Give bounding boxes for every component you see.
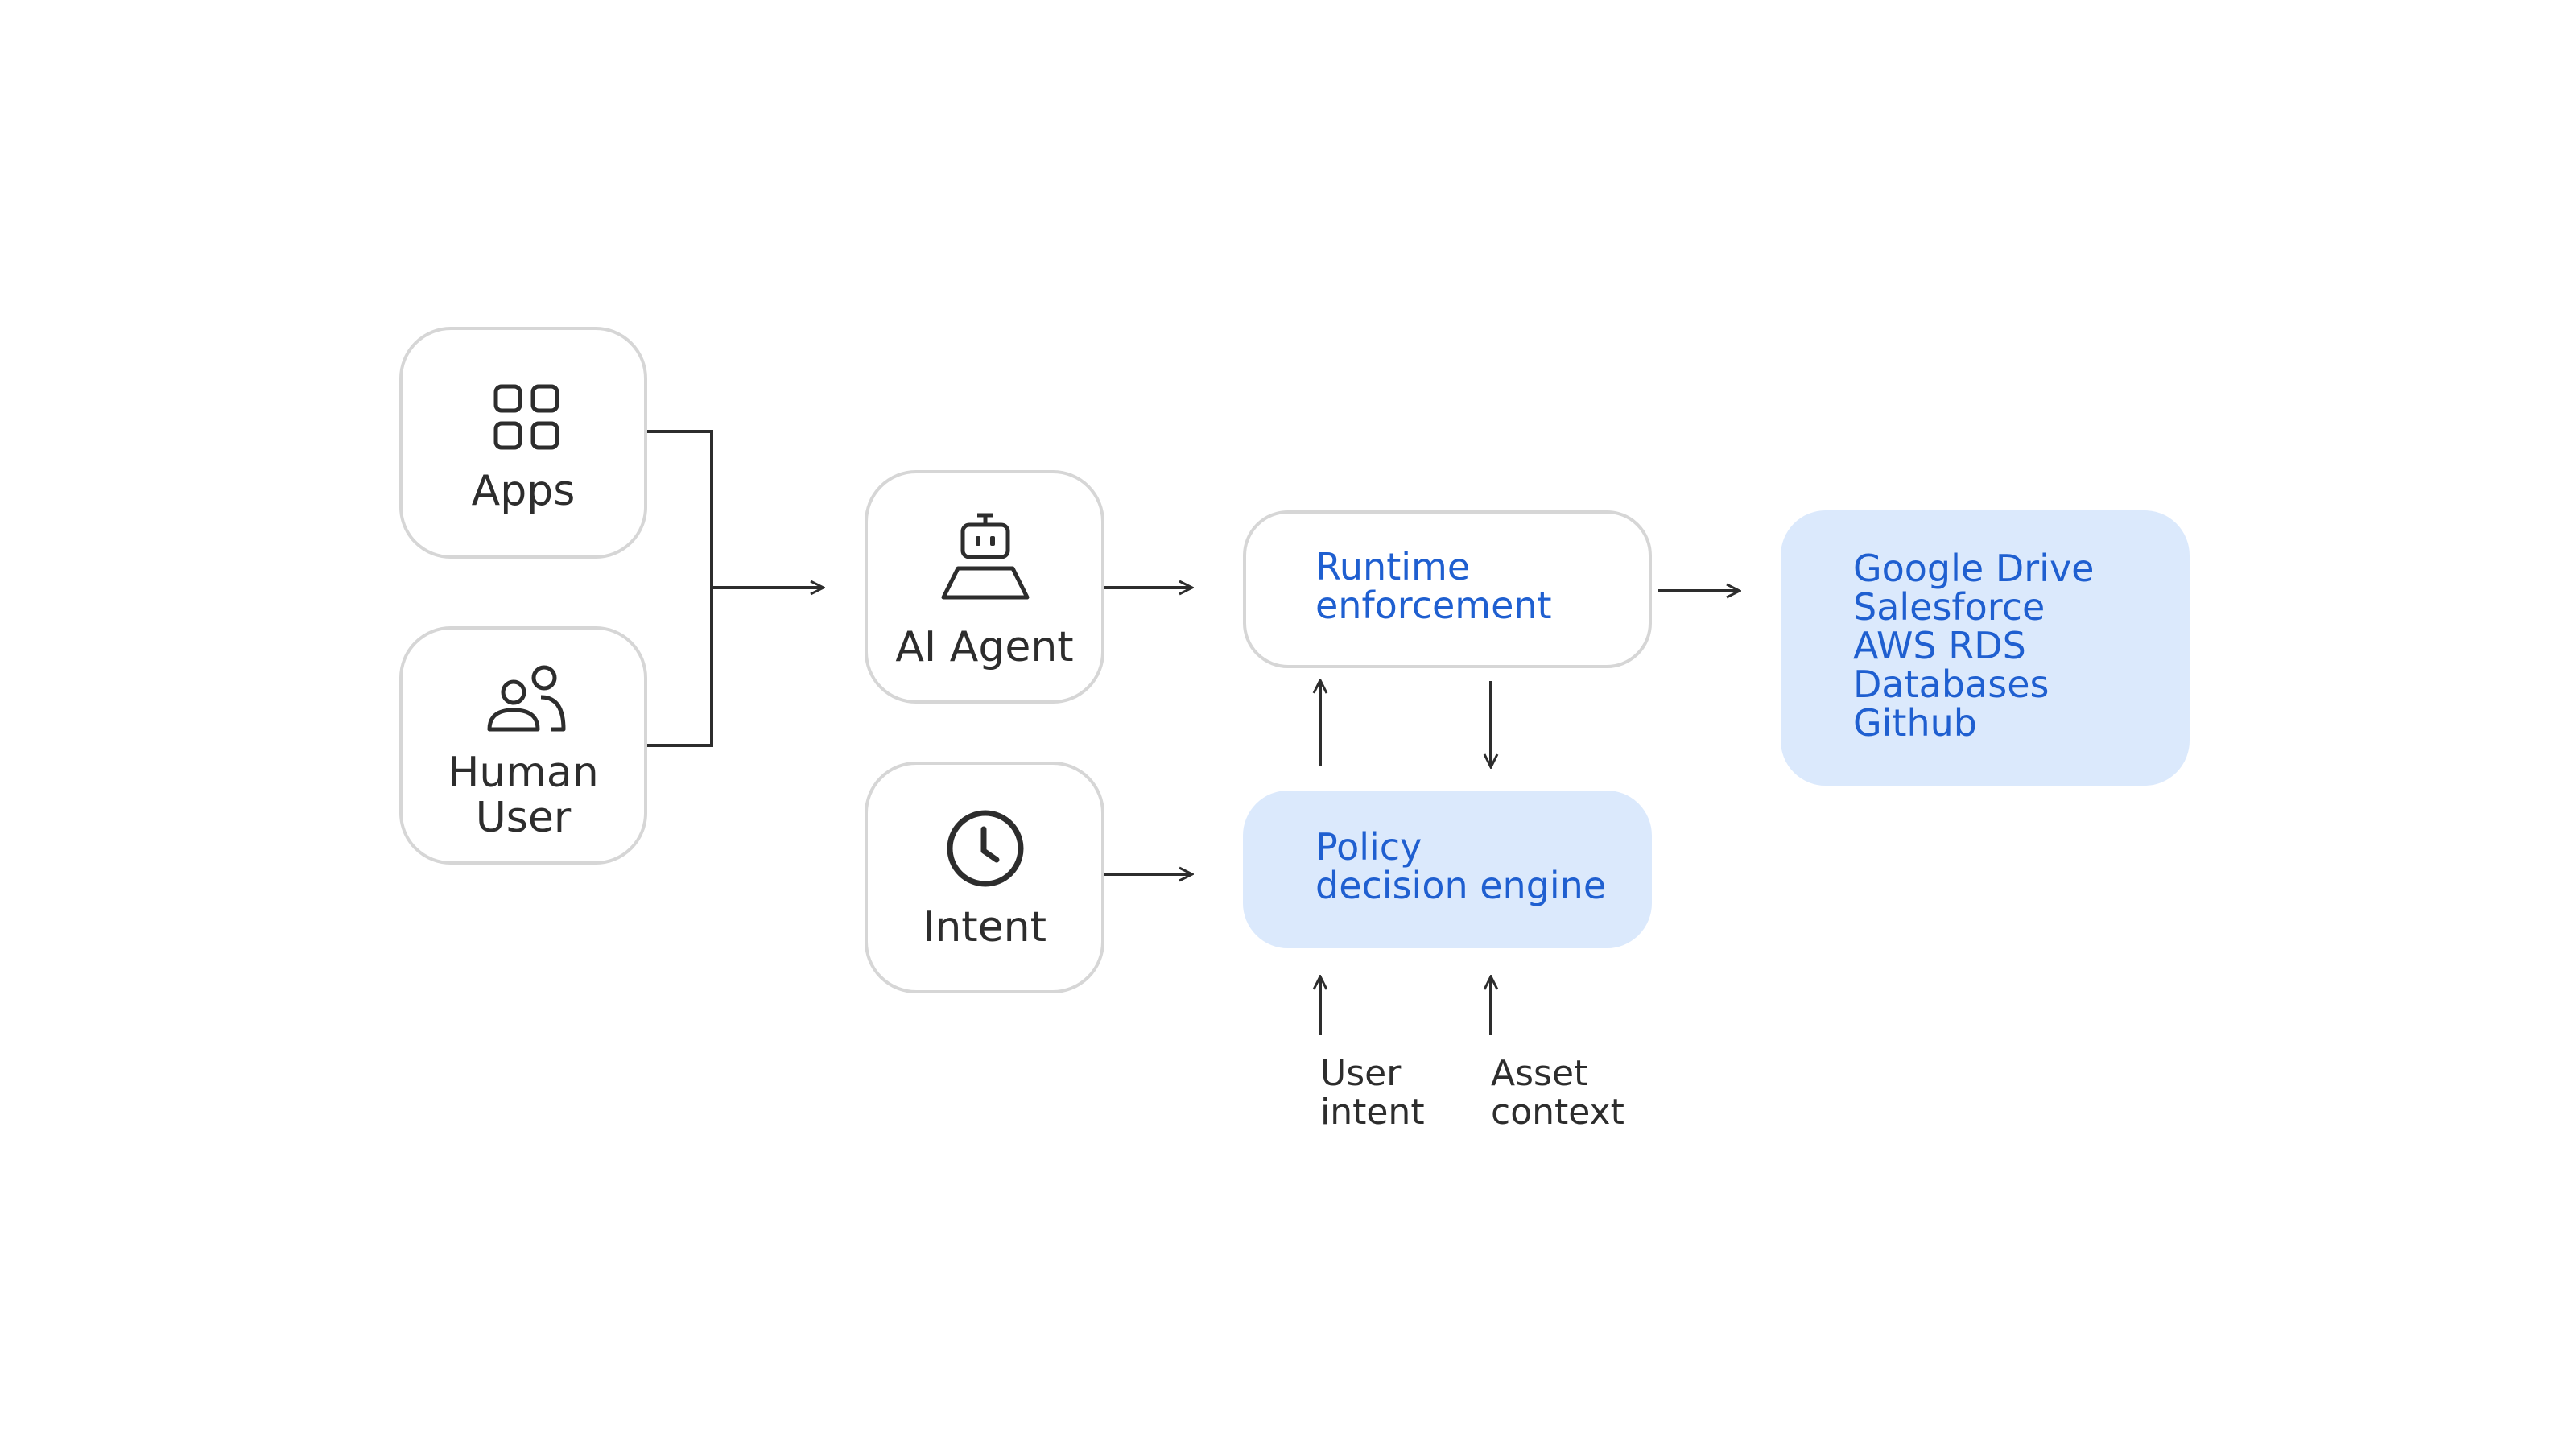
destinations-list: Google Drive Salesforce AWS RDS Database… — [1853, 549, 2094, 742]
human-user-label-line2: User — [475, 794, 572, 842]
policy-line2: decision engine — [1315, 864, 1607, 907]
user-intent-line2: intent — [1320, 1092, 1425, 1133]
merge-bracket — [647, 430, 713, 747]
policy-decision-engine-label: Policy decision engine — [1315, 828, 1606, 905]
policy-line1: Policy — [1315, 825, 1422, 869]
clock-icon — [947, 810, 1024, 887]
human-user-node: Human User — [399, 626, 647, 865]
ai-agent-node: AI Agent — [865, 470, 1104, 704]
destination-item: Google Drive — [1853, 547, 2095, 590]
user-intent-label: User intent — [1320, 1055, 1425, 1132]
destination-item: AWS RDS — [1853, 624, 2026, 667]
users-icon — [487, 665, 566, 732]
apps-label: Apps — [471, 467, 576, 515]
intent-label: Intent — [922, 903, 1047, 952]
human-user-label: Human User — [402, 750, 644, 840]
runtime-enforcement-label: Runtime enforcement — [1315, 547, 1552, 625]
destination-item: Salesforce — [1853, 585, 2046, 629]
robot-icon — [941, 513, 1030, 600]
apps-node: Apps — [399, 327, 647, 559]
intent-node: Intent — [865, 762, 1104, 993]
human-user-label-line1: Human — [448, 749, 599, 797]
asset-context-line1: Asset — [1491, 1053, 1588, 1094]
destination-item: Github — [1853, 701, 1977, 745]
policy-decision-engine-node: Policy decision engine — [1243, 791, 1652, 948]
runtime-enforcement-node: Runtime enforcement — [1243, 510, 1652, 668]
asset-context-line2: context — [1491, 1092, 1624, 1133]
runtime-line1: Runtime — [1315, 545, 1471, 588]
apps-grid-icon — [493, 384, 559, 450]
destination-item: Databases — [1853, 663, 2050, 706]
ai-agent-label: AI Agent — [895, 623, 1074, 671]
runtime-line2: enforcement — [1315, 584, 1552, 627]
asset-context-label: Asset context — [1491, 1055, 1624, 1132]
destinations-node: Google Drive Salesforce AWS RDS Database… — [1781, 510, 2190, 786]
user-intent-line1: User — [1320, 1053, 1402, 1094]
